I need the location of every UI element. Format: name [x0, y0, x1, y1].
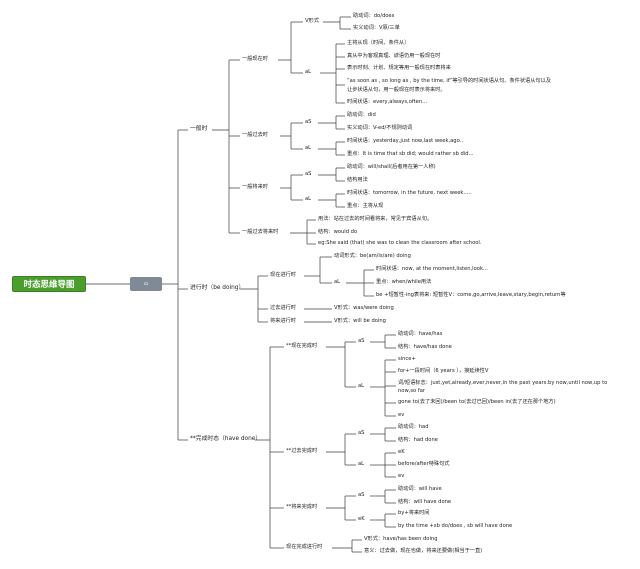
node-as[interactable]: aS: [358, 430, 365, 436]
leaf: ev: [398, 412, 405, 418]
leaf: 助动词：did: [347, 112, 376, 118]
node-as[interactable]: aS: [305, 171, 312, 177]
node-wancheng-past[interactable]: **过去完成时: [286, 448, 318, 454]
node-yiban-present[interactable]: 一般现在时: [242, 56, 268, 62]
leaf: 词/短语标志：just,yet,already,ever,never,in th…: [398, 380, 608, 386]
leaf: 结构：had done: [398, 437, 438, 443]
leaf: “as soon as , so long as , by the time, …: [347, 78, 551, 84]
node-jinxing-future[interactable]: 将来进行时: [270, 318, 296, 324]
node-yiban-past[interactable]: 一般过去时: [242, 132, 268, 138]
leaf: eg:She said (that) she was to clean the …: [318, 240, 482, 246]
leaf: 动词形式：be(am/is/are) doing: [334, 253, 411, 259]
leaf: 实义动词：V原/三单: [353, 25, 400, 31]
node-jinxing-past[interactable]: 过去进行时: [270, 305, 296, 311]
leaf: for+一段时间（6 years ），接延续性V: [398, 368, 489, 374]
leaf: ev: [398, 473, 405, 479]
node-al[interactable]: aL: [334, 279, 341, 285]
root-node-title[interactable]: 时态思维导图: [12, 276, 86, 292]
node-yiban[interactable]: 一般时: [190, 126, 208, 132]
node-al[interactable]: aL: [305, 145, 312, 151]
leaf: eK: [398, 449, 405, 455]
leaf: since+: [398, 356, 416, 362]
leaf: 用法：站在过去的时间看将来，常见于宾语从句。: [318, 216, 433, 222]
leaf: 重点：主将从现: [347, 203, 384, 209]
node-as[interactable]: aS: [358, 492, 365, 498]
leaf: 助动词：had: [398, 424, 429, 430]
leaf: V形式：have/has been doing: [364, 536, 438, 542]
node-wancheng-continuous[interactable]: 现在完成进行时: [286, 544, 323, 550]
node-as[interactable]: aS: [305, 119, 312, 125]
node-al[interactable]: aL: [358, 461, 365, 467]
node-al[interactable]: aL: [305, 196, 312, 202]
tag-node[interactable]: ㅁ: [130, 277, 162, 291]
leaf: 助动词：will have: [398, 486, 442, 492]
node-al[interactable]: aL: [358, 383, 365, 389]
node-v-form[interactable]: V形式: [305, 18, 319, 24]
node-ek[interactable]: eK: [358, 516, 365, 522]
leaf: 重点：when/while用法: [376, 279, 432, 285]
leaf: 时间状语：tomorrow, in the future, next week.…: [347, 190, 472, 196]
leaf: 助动词：have/has: [398, 331, 443, 337]
node-jinxing-present[interactable]: 现在进行时: [270, 272, 296, 278]
node-wancheng-present[interactable]: **现在完成时: [286, 343, 318, 349]
leaf: 表示时刻、计划、规定等用一般现在时表将来: [347, 65, 451, 71]
leaf: 时间状语：now, at the moment,listen,look...: [376, 266, 488, 272]
node-as[interactable]: aS: [358, 338, 365, 344]
leaf: now,so far: [398, 388, 426, 394]
leaf: V形式：will be doing: [334, 318, 386, 324]
leaf: 结构：would do: [318, 229, 358, 235]
node-yiban-future[interactable]: 一般将来时: [242, 184, 268, 190]
leaf: 意义：过去做，现在也做，将来还要做(相当于一直): [364, 548, 483, 554]
leaf: by+将来时间: [398, 510, 430, 516]
leaf: 让步状语从句，用一般现在时表示将来时。: [347, 87, 446, 93]
leaf: 助动词：will/shall(后者用在第一人称): [347, 164, 436, 170]
leaf: by the time +sb do/does , sb will have d…: [398, 523, 513, 529]
node-yiban-future-past[interactable]: 一般过去将来时: [242, 229, 279, 235]
leaf: 结构用法: [347, 177, 368, 183]
leaf: 实义动词：V-ed/不规则动词: [347, 125, 413, 131]
leaf: 真从中为客观真理、谚语仍用一般现在时: [347, 53, 441, 59]
node-jinxing[interactable]: 进行时（be doing）: [190, 285, 245, 291]
leaf: before/after特殊句式: [398, 461, 450, 467]
leaf: 时间状语：every,always,often…: [347, 99, 428, 105]
leaf: gone to(去了未回)/been to(去过已回)/been in(去了还在…: [398, 399, 556, 405]
leaf: 重点：It is time that sb did; would rather …: [347, 151, 474, 157]
leaf: 结构：have/has done: [398, 344, 452, 350]
leaf: 时间状语：yesterday,just now,last week,ago..: [347, 138, 463, 144]
leaf: 主将从现（时间、条件从）: [347, 40, 410, 46]
node-al[interactable]: aL: [305, 69, 312, 75]
node-wancheng[interactable]: **完成时态（have done）: [190, 436, 262, 442]
leaf: be +短暂性-ing表将来: 短暂性V：come,go,arrive,leav…: [376, 292, 566, 298]
node-wancheng-future[interactable]: **将来完成时: [286, 504, 318, 510]
leaf: 助动词：do/does: [353, 13, 395, 19]
leaf: 结构：will have done: [398, 499, 452, 505]
leaf: V形式：was/were doing: [334, 305, 394, 311]
